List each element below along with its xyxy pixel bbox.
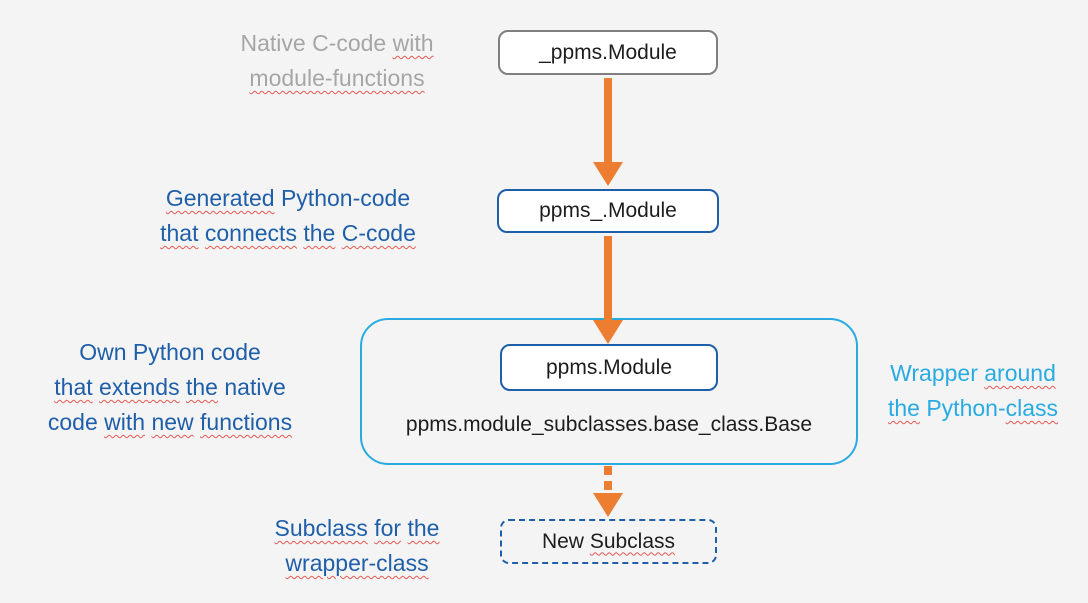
arrow-head-icon: [593, 493, 623, 517]
arrow-dash: [604, 466, 612, 475]
node-ppms-generated-module: ppms_.Module: [497, 189, 719, 233]
base-class-path-label: ppms.module_subclasses.base_class.Base: [405, 413, 813, 436]
arrow-stem: [604, 236, 612, 322]
arrow-stem: [604, 78, 612, 164]
node-ppms-module-label: ppms.Module: [545, 355, 673, 379]
node-new-subclass: New Subclass: [500, 519, 717, 564]
arrow-head-icon: [593, 320, 623, 344]
node-ppms-c-module: _ppms.Module: [498, 30, 718, 75]
node-new-subclass-label: New Subclass: [541, 529, 676, 553]
arrow-dash: [604, 481, 612, 490]
node-ppms-generated-module-label: ppms_.Module: [539, 199, 677, 222]
node-ppms-c-module-label: _ppms.Module: [539, 40, 677, 64]
arrow-head-icon: [593, 162, 623, 186]
node-ppms-module: ppms.Module: [500, 344, 718, 391]
